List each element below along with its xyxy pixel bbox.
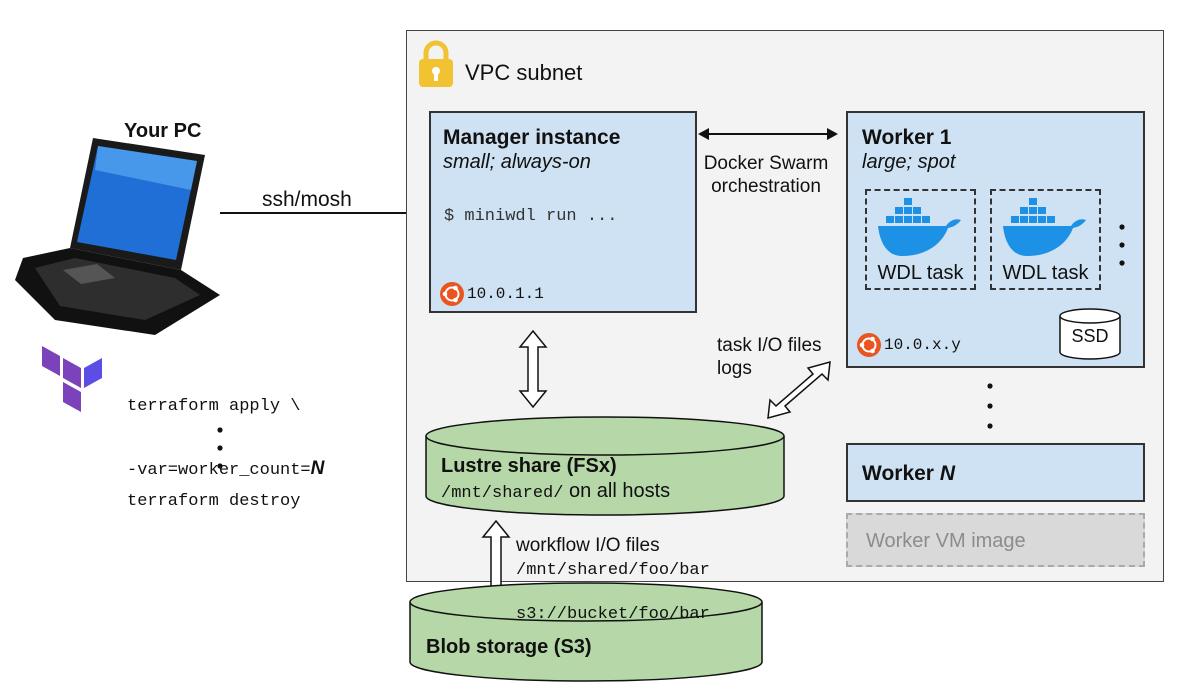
manager-subtitle: small; always-on: [443, 151, 591, 173]
worker1-title: Worker 1: [862, 126, 952, 149]
laptop-illustration: [15, 138, 220, 335]
workerN-title-prefix: Worker: [862, 462, 940, 485]
pc-label: Your PC: [124, 120, 202, 142]
lustre-path: /mnt/shared/: [441, 484, 564, 503]
wdl-task-box: [990, 189, 1101, 290]
worker-count-var: N: [310, 458, 325, 479]
lustre-title: Lustre share (FSx): [441, 455, 617, 477]
lock-icon: [419, 40, 453, 87]
terraform-apply-line2: -var=worker_count=: [127, 461, 311, 480]
blob-title: Blob storage (S3): [426, 636, 592, 658]
worker-vm-image-box: [846, 513, 1145, 567]
manager-ip: 10.0.1.1: [467, 285, 544, 303]
worker1-subtitle: large; spot: [862, 151, 956, 173]
workerN-title: Worker N: [862, 462, 955, 486]
manager-instance-box: [429, 111, 697, 313]
lustre-path-line: /mnt/shared/ on all hosts: [441, 480, 670, 503]
ssh-arrow: [220, 207, 425, 219]
terraform-apply-command: terraform apply \ -var=worker_count=N: [127, 359, 324, 499]
manager-command: $ miniwdl run ...: [444, 207, 618, 226]
blob-storage-cylinder: [409, 582, 763, 682]
task-io-label: task I/O files logs: [717, 334, 822, 380]
wdl-task-label: WDL task: [1002, 262, 1089, 284]
workerN-box: [846, 443, 1145, 502]
vpc-label: VPC subnet: [465, 60, 583, 85]
vertical-ellipsis-icon: [987, 383, 993, 429]
workflow-io-path: /mnt/shared/foo/bar: [516, 561, 710, 580]
worker-vm-image-label: Worker VM image: [866, 530, 1026, 552]
wdl-task-box: [865, 189, 976, 290]
swarm-label: Docker Swarm orchestration: [700, 152, 832, 198]
blob-path: s3://bucket/foo/bar: [516, 605, 710, 624]
swarm-label-line1: Docker Swarm: [703, 153, 829, 174]
task-io-arrow: [767, 360, 831, 420]
terraform-logo-icon: [42, 346, 102, 412]
vertical-ellipsis-icon: [217, 427, 223, 469]
ssh-label: ssh/mosh: [262, 188, 352, 211]
ssd-label: SSD: [1071, 326, 1109, 346]
docker-icon: [878, 198, 961, 256]
docker-icon: [1003, 198, 1086, 256]
ubuntu-icon: [857, 333, 881, 357]
lustre-cylinder: [425, 416, 785, 516]
worker1-ip: 10.0.x.y: [884, 336, 961, 354]
swarm-label-line2: orchestration: [711, 176, 821, 197]
lustre-suffix: on all hosts: [563, 480, 671, 502]
manager-lustre-arrow: [518, 330, 548, 408]
ssd-icon: [1059, 308, 1121, 360]
vertical-ellipsis-icon: [1119, 224, 1125, 266]
terraform-destroy-command: terraform destroy: [127, 492, 301, 511]
swarm-arrow: [698, 128, 838, 140]
workflow-io-label: workflow I/O files: [516, 535, 660, 556]
manager-title: Manager instance: [443, 126, 621, 149]
task-io-line2: logs: [717, 358, 752, 379]
ubuntu-icon: [440, 282, 464, 306]
terraform-apply-line1: terraform apply \: [127, 397, 301, 416]
workerN-title-var: N: [939, 462, 955, 485]
task-io-line1: task I/O files: [717, 335, 822, 356]
wdl-task-label: WDL task: [877, 262, 964, 284]
